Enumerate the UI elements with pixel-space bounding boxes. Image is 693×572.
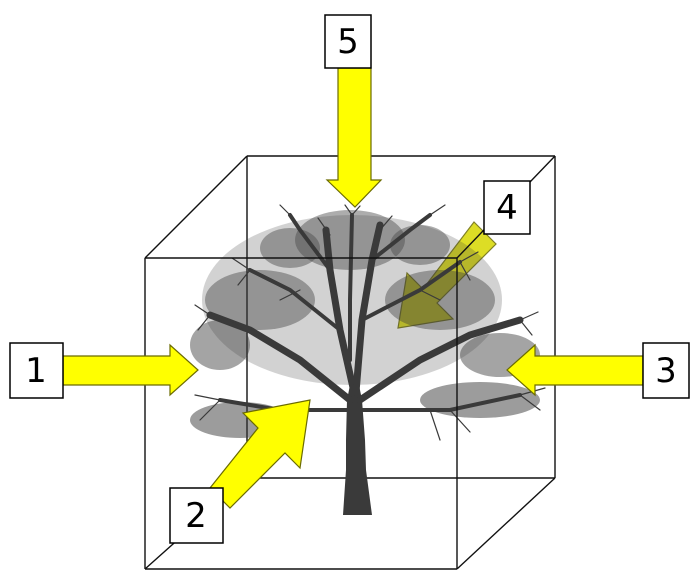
- label-5-text: 5: [337, 22, 359, 62]
- label-5: 5: [324, 14, 372, 69]
- label-1-text: 1: [25, 351, 47, 391]
- arrow-3: [506, 343, 644, 397]
- label-2-text: 2: [185, 496, 207, 536]
- label-4: 4: [483, 180, 531, 235]
- label-3: 3: [642, 342, 690, 399]
- label-1: 1: [9, 342, 64, 399]
- arrow-4: [397, 221, 497, 329]
- label-4-text: 4: [496, 188, 518, 228]
- arrow-2: [209, 399, 311, 509]
- label-2: 2: [169, 487, 224, 544]
- arrow-1: [62, 343, 199, 397]
- arrow-5: [325, 67, 383, 208]
- label-3-text: 3: [655, 351, 677, 391]
